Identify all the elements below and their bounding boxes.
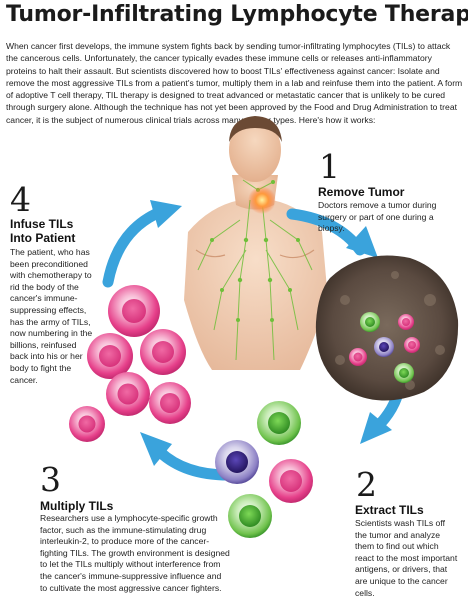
multiplied-cells <box>69 285 191 442</box>
step-1-text: Doctors remove a tumor during surgery or… <box>318 200 437 234</box>
tumor-glow-icon <box>248 186 276 214</box>
step-3-title: Multiply TILs <box>40 499 114 513</box>
intro-paragraph: When cancer first develops, the immune s… <box>6 41 463 125</box>
step-4-text: The patient, who has been preconditioned… <box>10 247 93 385</box>
step-2-text: Scientists wash TILs off the tumor and a… <box>355 518 458 598</box>
arrow-step3-to-step4 <box>102 206 166 288</box>
extracted-cells <box>215 401 313 538</box>
step-3-text: Researchers use a lymphocyte-specific gr… <box>40 513 230 593</box>
step-2-number: 2 <box>356 465 377 504</box>
step-3-number: 3 <box>40 460 61 499</box>
tumor-illustration <box>315 255 459 401</box>
step-4-title: Infuse TILs Into Patient <box>10 217 76 245</box>
step-2-title: Extract TILs <box>355 503 424 517</box>
page-title: Tumor-Infiltrating Lymphocyte Therapy <box>6 2 468 27</box>
step-1-number: 1 <box>319 147 340 186</box>
step-4-number: 4 <box>10 180 31 219</box>
patient-figure <box>184 116 328 370</box>
step-1-title: Remove Tumor <box>318 185 405 199</box>
